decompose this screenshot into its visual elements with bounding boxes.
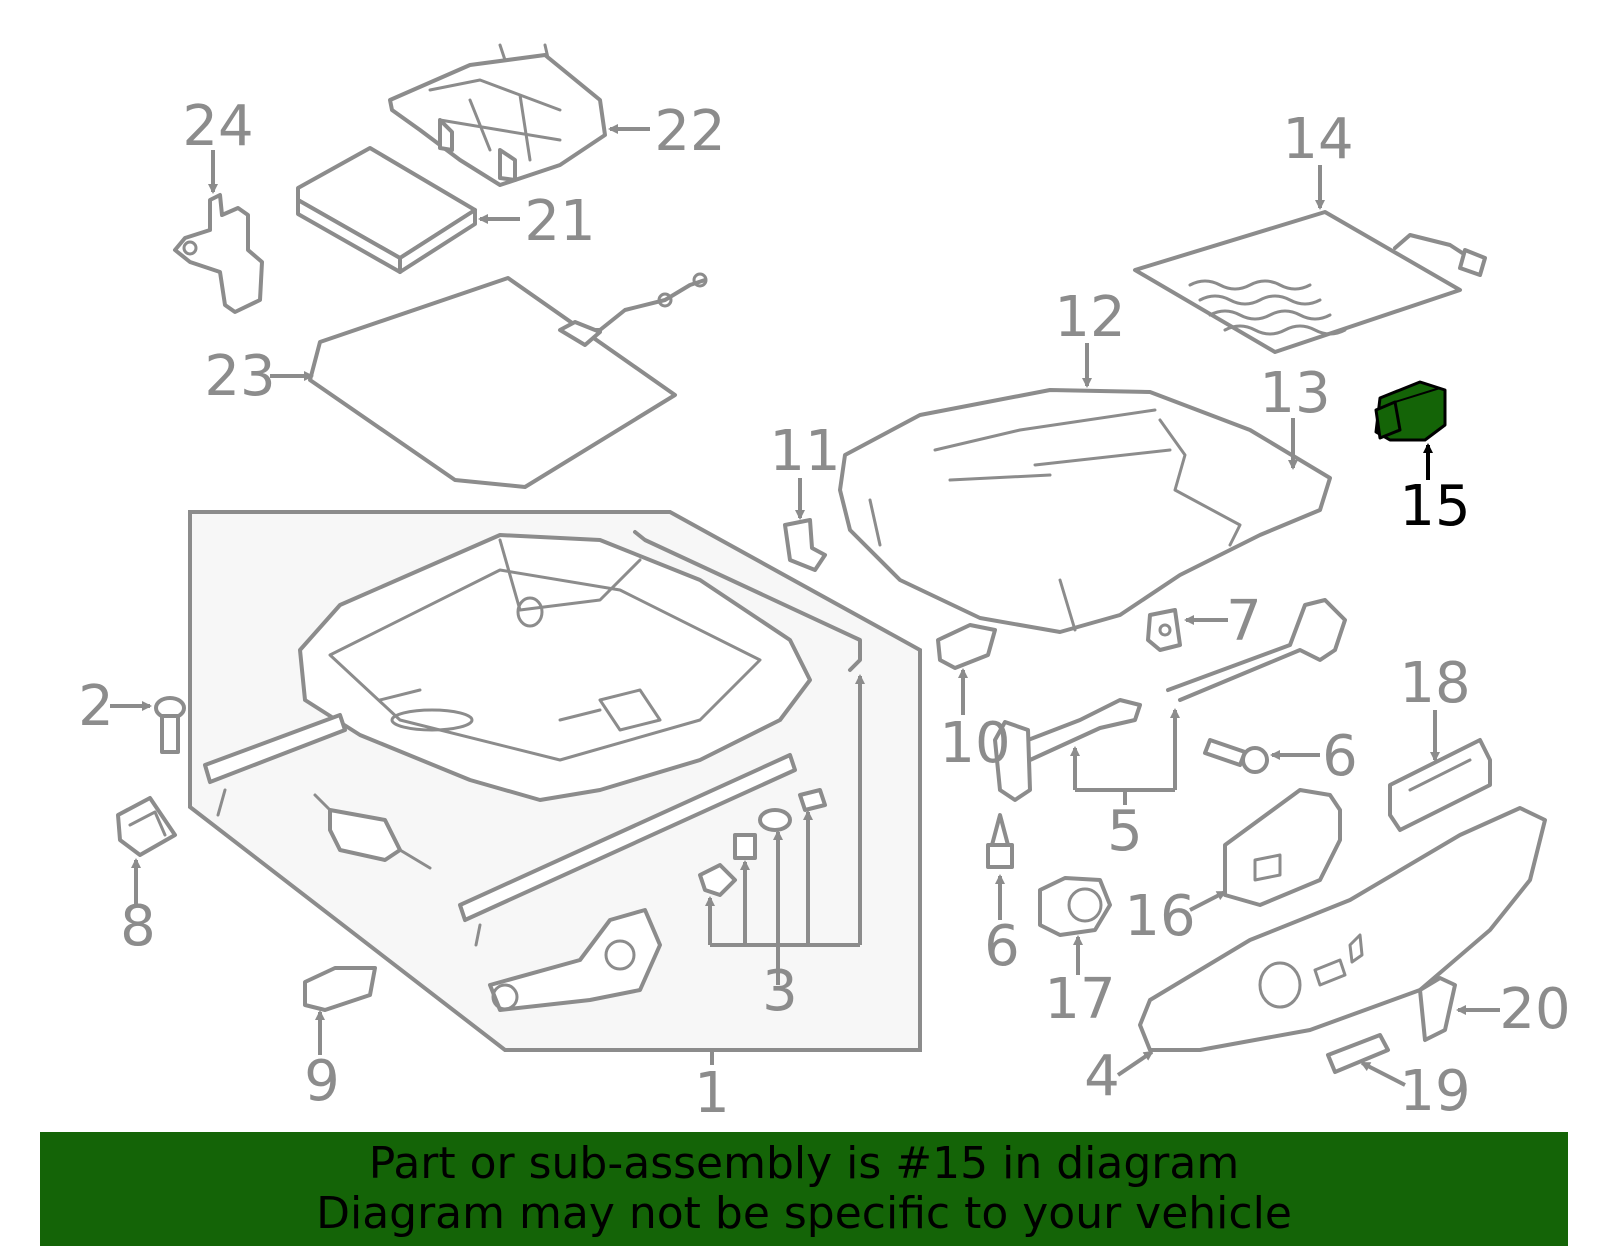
label-22: 22 <box>654 99 725 164</box>
clip-part-7 <box>1146 608 1182 652</box>
label-12: 12 <box>1054 285 1125 350</box>
info-banner: Part or sub-assembly is #15 in diagram D… <box>40 1132 1568 1246</box>
bolt-part-6-right <box>1203 738 1269 774</box>
part-labels: 1 2 3 4 5 6 6 7 8 9 10 11 12 13 14 15 16… <box>78 94 1570 1126</box>
label-23: 23 <box>204 344 275 409</box>
connector-part-17 <box>1038 876 1112 937</box>
leader-lines <box>110 124 1500 1087</box>
heater-mat-part-14 <box>1133 210 1487 354</box>
seat-cushion-part-12 <box>838 388 1332 634</box>
lever-part-20 <box>1418 976 1457 1042</box>
label-24: 24 <box>182 94 253 159</box>
label-6-right: 6 <box>1322 724 1358 789</box>
label-6-lower: 6 <box>984 914 1020 979</box>
switch-part-18 <box>1388 738 1492 832</box>
bolt-part-2 <box>154 696 186 754</box>
label-14: 14 <box>1282 107 1353 172</box>
switch-module-part-16 <box>1223 788 1342 907</box>
label-1: 1 <box>694 1061 730 1126</box>
label-19: 19 <box>1399 1059 1470 1124</box>
label-2: 2 <box>78 674 114 739</box>
label-5: 5 <box>1107 799 1143 864</box>
clip-part-11 <box>783 518 827 572</box>
label-7: 7 <box>1226 589 1262 654</box>
label-8: 8 <box>120 894 156 959</box>
label-18: 18 <box>1399 651 1470 716</box>
label-15: 15 <box>1399 474 1470 539</box>
label-21: 21 <box>524 189 595 254</box>
module-box-part-21 <box>296 146 477 274</box>
side-trim-part-4 <box>1138 806 1547 1052</box>
sensor-part-15-highlighted[interactable] <box>1374 380 1447 442</box>
sensor-mat-part-23 <box>308 272 708 489</box>
label-10: 10 <box>939 711 1010 776</box>
label-13: 13 <box>1259 361 1330 426</box>
control-module-part-22 <box>388 43 607 187</box>
label-20: 20 <box>1499 977 1570 1042</box>
label-11: 11 <box>769 419 840 484</box>
knob-part-19 <box>1326 1033 1390 1074</box>
label-16: 16 <box>1124 884 1195 949</box>
seat-frame-assembly <box>188 510 922 1052</box>
bolt-part-6-lower <box>986 813 1014 869</box>
cap-part-9 <box>303 966 377 1012</box>
label-4: 4 <box>1084 1044 1120 1109</box>
label-17: 17 <box>1044 967 1115 1032</box>
cap-part-10 <box>936 623 997 670</box>
label-9: 9 <box>304 1049 340 1114</box>
label-3: 3 <box>762 959 798 1024</box>
banner-line-1: Part or sub-assembly is #15 in diagram <box>368 1138 1240 1189</box>
bracket-part-24 <box>173 193 264 314</box>
wire-rod-part-5 <box>993 598 1347 802</box>
banner-line-2: Diagram may not be specific to your vehi… <box>316 1188 1292 1239</box>
bracket-part-8 <box>116 796 177 857</box>
